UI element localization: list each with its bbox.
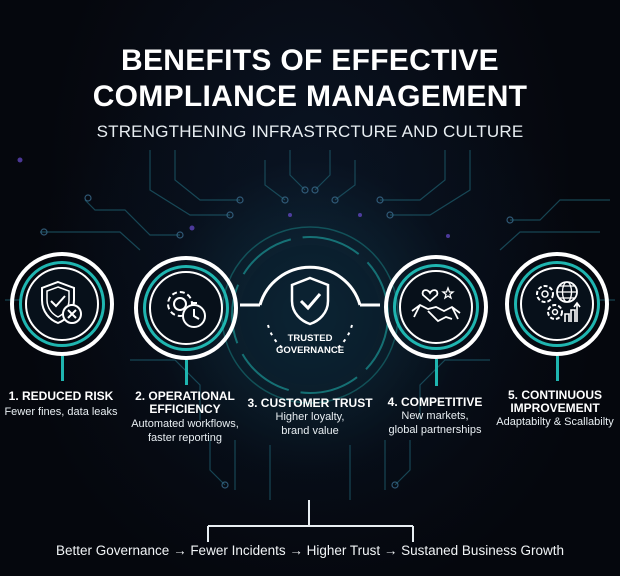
benefit-3-desc-line-2: brand value [281,425,339,437]
benefit-2-desc-line-2: faster reporting [148,432,222,444]
node-5-stem [556,356,559,381]
benefit-5-desc: Adaptabilty & Scallabilty [496,416,614,428]
benefit-2-title: 2. OPERATIONAL EFFICIENCY [120,390,250,416]
benefit-node-reduced-risk [10,252,114,356]
benefit-4-title: 4. COMPETITIVE [387,395,483,409]
benefit-1-title: 1. REDUCED RISK [8,389,114,403]
governance-flow-text: Better Governance → Fewer Incidents → Hi… [56,543,564,558]
node-4-stem [435,359,438,386]
benefit-5-title-line-1: 5. CONTINUOUS [507,388,602,402]
benefit-node-competitive [384,255,488,359]
subtitle: STRENGTHENING INFRASTRCTURE AND CULTURE [96,122,524,141]
benefit-2-title-line-2: EFFICIENCY [149,402,221,416]
benefit-4-desc: New markets, global partnerships [370,409,500,437]
benefit-2-desc: Automated workflows, faster reporting [120,417,250,445]
benefit-2-desc-line-1: Automated workflows, [131,418,239,430]
benefit-2-title-line-1: 2. OPERATIONAL [135,389,235,403]
center-label: TRUSTED GOVERNANCE [260,333,360,357]
center-label-line-1: TRUSTED [287,333,333,344]
center-label-line-2: GOVERNANCE [275,345,345,356]
node-1-stem [61,356,64,381]
title-line-1: BENEFITS OF EFFECTIVE [121,44,499,77]
benefit-node-continuous-improvement [505,252,609,356]
center-arc [240,265,380,351]
shield-check-x-icon [41,280,82,325]
gears-globe-chart-icon [536,281,581,322]
benefit-1-desc: Fewer fines, data leaks [4,406,118,418]
benefit-5-title-line-2: IMPROVEMENT [510,401,600,415]
title-line-2: COMPLIANCE MANAGEMENT [92,80,528,113]
benefit-3-title: 3. CUSTOMER TRUST [247,396,373,410]
benefit-node-operational-efficiency [134,256,238,360]
benefit-3-desc-line-1: Higher loyalty, [275,411,345,423]
benefit-4-desc-line-1: New markets, [401,410,469,422]
benefit-4-desc-line-2: global partnerships [388,424,482,436]
node-2-stem [185,360,188,385]
handshake-heart-star-icon [411,286,461,323]
shield-check-icon [290,276,330,326]
gear-stopwatch-icon [167,291,206,328]
benefit-5-title: 5. CONTINUOUS IMPROVEMENT [490,389,620,415]
benefit-3-desc: Higher loyalty, brand value [245,410,375,438]
